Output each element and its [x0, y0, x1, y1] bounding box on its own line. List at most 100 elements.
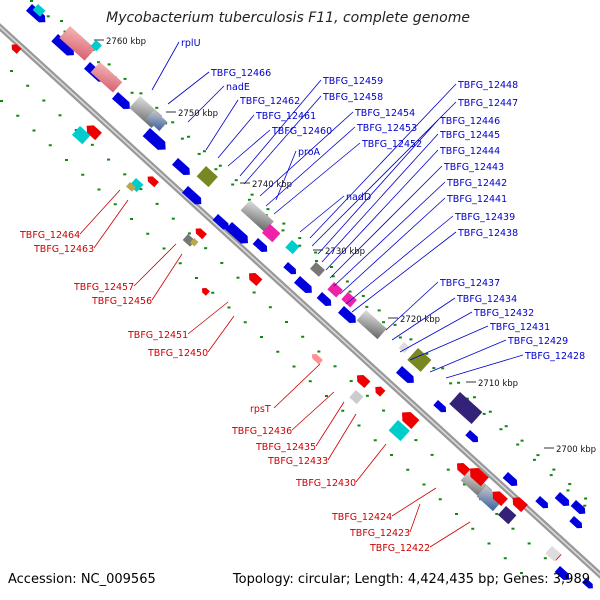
forward-gene	[225, 222, 248, 244]
forward-leader-line	[217, 114, 255, 159]
tick-dot	[382, 409, 386, 412]
reverse-gene-label: TBFG_12463	[33, 244, 94, 255]
forward-gene-label: TBFG_12447	[457, 98, 518, 109]
tick-dot	[81, 173, 85, 176]
forward-gene	[570, 500, 586, 514]
reverse-gene-label: TBFG_12424	[331, 512, 392, 523]
backbone-highlight	[0, 26, 600, 576]
gene-block	[341, 292, 357, 308]
forward-gene-label: TBFG_12460	[271, 126, 332, 137]
tick-dot	[97, 61, 101, 64]
reverse-gene-label: TBFG_12451	[127, 330, 188, 341]
tick-dot	[488, 410, 492, 413]
reverse-gene-label: TBFG_12456	[91, 296, 152, 307]
forward-leader-line	[321, 133, 439, 263]
forward-gene-label: TBFG_12429	[507, 336, 568, 347]
forward-leader-line	[345, 215, 454, 305]
gene-block	[407, 348, 432, 372]
topology-text: Topology: circular; Length: 4,424,435 bp…	[232, 572, 590, 587]
forward-leader-line	[385, 281, 439, 331]
tick-dot	[60, 20, 63, 22]
tick-dot	[178, 262, 182, 265]
tick-dot	[361, 294, 365, 297]
forward-gene-label: TBFG_12439	[454, 212, 515, 223]
reverse-gene	[311, 354, 323, 365]
tick-dot	[487, 542, 491, 545]
tick-dot	[260, 336, 263, 338]
tick-dot	[195, 277, 198, 279]
gene-block	[349, 390, 364, 405]
gene-block	[497, 506, 517, 525]
forward-gene	[569, 516, 583, 529]
forward-leader-line	[311, 101, 457, 247]
tick-dot	[377, 309, 381, 312]
tick-dot	[441, 367, 445, 370]
forward-gene	[181, 186, 202, 205]
tick-dot	[298, 244, 302, 247]
reverse-gene-label: TBFG_12464	[19, 230, 80, 241]
forward-gene-label: TBFG_12443	[443, 162, 504, 173]
gene-block	[196, 166, 218, 188]
reverse-gene-label: TBFG_12435	[255, 442, 316, 453]
tick-dot	[373, 439, 377, 442]
leader-line-layer	[79, 41, 524, 548]
forward-gene	[293, 276, 312, 294]
tick-dot	[234, 179, 238, 182]
reverse-gene	[201, 288, 210, 296]
tick-dot	[331, 275, 335, 278]
tick-label: 2720 kbp	[400, 315, 440, 325]
tick-dot	[409, 338, 413, 341]
tick-dot	[292, 365, 296, 368]
gene-block	[261, 224, 281, 243]
tick-dot	[187, 135, 191, 138]
gene-block	[90, 61, 123, 93]
tick-dot	[504, 425, 508, 428]
forward-gene-label: TBFG_12434	[456, 294, 517, 305]
reverse-leader-line	[391, 487, 437, 517]
gene-block	[327, 282, 343, 298]
gene-block	[309, 262, 325, 277]
reverse-leader-line	[327, 413, 357, 461]
forward-gene	[316, 292, 332, 306]
gene-block	[125, 181, 136, 192]
accession-text: Accession: NC_009565	[8, 572, 156, 587]
tick-dot	[511, 527, 515, 530]
tick-dot	[503, 557, 507, 560]
tick-dot	[432, 367, 436, 370]
tick-dot	[231, 183, 235, 186]
forward-leader-line	[227, 129, 271, 167]
forward-leader-line	[243, 95, 322, 185]
tick-dot	[314, 251, 318, 254]
forward-gene-label: nadD	[346, 192, 371, 203]
forward-gene-label: TBFG_12466	[210, 68, 271, 79]
tick-dot	[180, 137, 184, 140]
reverse-leader-line	[409, 503, 421, 533]
tick-dot	[266, 208, 270, 211]
tick-dot	[107, 158, 111, 161]
tick-dot	[365, 305, 369, 308]
tick-dot	[317, 350, 321, 353]
reverse-gene-label: rpsT	[250, 404, 271, 415]
forward-gene	[554, 492, 570, 506]
reverse-gene	[195, 228, 207, 240]
gene-block	[71, 125, 91, 145]
reverse-gene	[11, 44, 22, 54]
forward-gene-label: TBFG_12444	[439, 146, 500, 157]
tick-dot	[247, 198, 251, 201]
tick-dot	[345, 280, 349, 283]
forward-gene	[337, 306, 356, 324]
gene-block	[476, 485, 503, 512]
tick-dot	[438, 498, 442, 501]
forward-gene-label: TBFG_12437	[439, 278, 500, 289]
tick-label: 2730 kbp	[325, 247, 365, 257]
tick-dot	[422, 483, 426, 486]
reverse-gene-label: TBFG_12422	[369, 543, 430, 554]
tick-dot	[252, 291, 256, 294]
forward-gene	[171, 158, 190, 176]
forward-gene-label: TBFG_12459	[322, 76, 383, 87]
reverse-leader-line	[207, 315, 235, 353]
forward-leader-line	[399, 311, 473, 353]
tick-dot	[171, 217, 175, 220]
reverse-leader-line	[355, 443, 387, 483]
tick-dot	[16, 114, 20, 117]
